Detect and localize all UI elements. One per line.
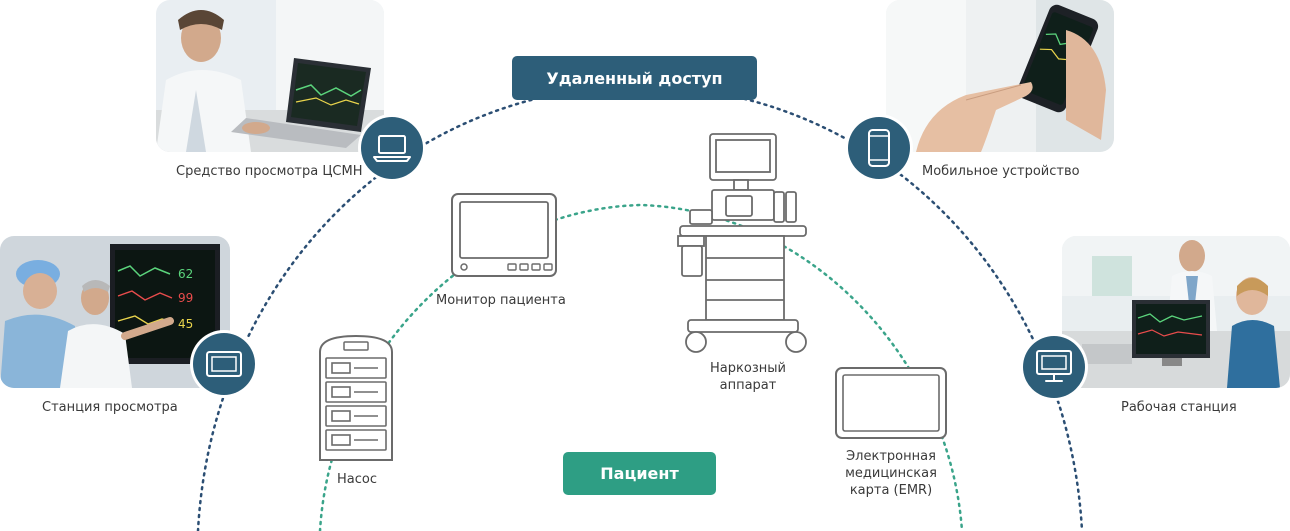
mobile-photo <box>886 0 1114 152</box>
infusion-pump-icon <box>319 334 393 461</box>
emr-label: Электронная медицинская карта (EMR) <box>834 449 948 500</box>
desktop-icon-badge <box>1023 336 1085 398</box>
desktop-icon <box>1036 350 1072 382</box>
svg-text:62: 62 <box>178 267 193 281</box>
svg-text:99: 99 <box>178 291 193 305</box>
emr-label-line3: карта (EMR) <box>849 482 933 498</box>
patient-monitor-icon <box>451 193 557 277</box>
mobile-label: Мобильное устройство <box>922 164 1080 179</box>
cms-viewer-label: Средство просмотра ЦСМН <box>176 164 363 179</box>
monitor-icon <box>206 351 242 377</box>
workstation-photo <box>1062 236 1290 388</box>
anesthesia-label: Наркозный аппарат <box>698 361 798 395</box>
anesthesia-label-line1: Наркозный <box>710 361 786 376</box>
monitor-icon-badge <box>193 333 255 395</box>
anesthesia-machine-icon <box>677 133 807 353</box>
patient-label: Пациент <box>563 452 716 495</box>
smartphone-icon-badge <box>848 117 910 179</box>
viewing-station-label: Станция просмотра <box>42 400 178 415</box>
emr-label-line1: Электронная <box>846 449 936 464</box>
emr-label-line2: медицинская <box>845 465 937 481</box>
patient-monitor-label: Монитор пациента <box>436 293 566 308</box>
svg-text:45: 45 <box>178 317 193 331</box>
cms-viewer-photo <box>156 0 384 152</box>
laptop-icon-badge <box>361 117 423 179</box>
smartphone-icon <box>868 129 890 167</box>
workstation-label: Рабочая станция <box>1121 400 1237 415</box>
pump-label: Насос <box>337 472 377 487</box>
remote-access-label: Удаленный доступ <box>512 56 757 100</box>
anesthesia-label-line2: аппарат <box>719 377 777 393</box>
laptop-icon <box>373 135 411 162</box>
emr-display-icon <box>835 367 947 439</box>
